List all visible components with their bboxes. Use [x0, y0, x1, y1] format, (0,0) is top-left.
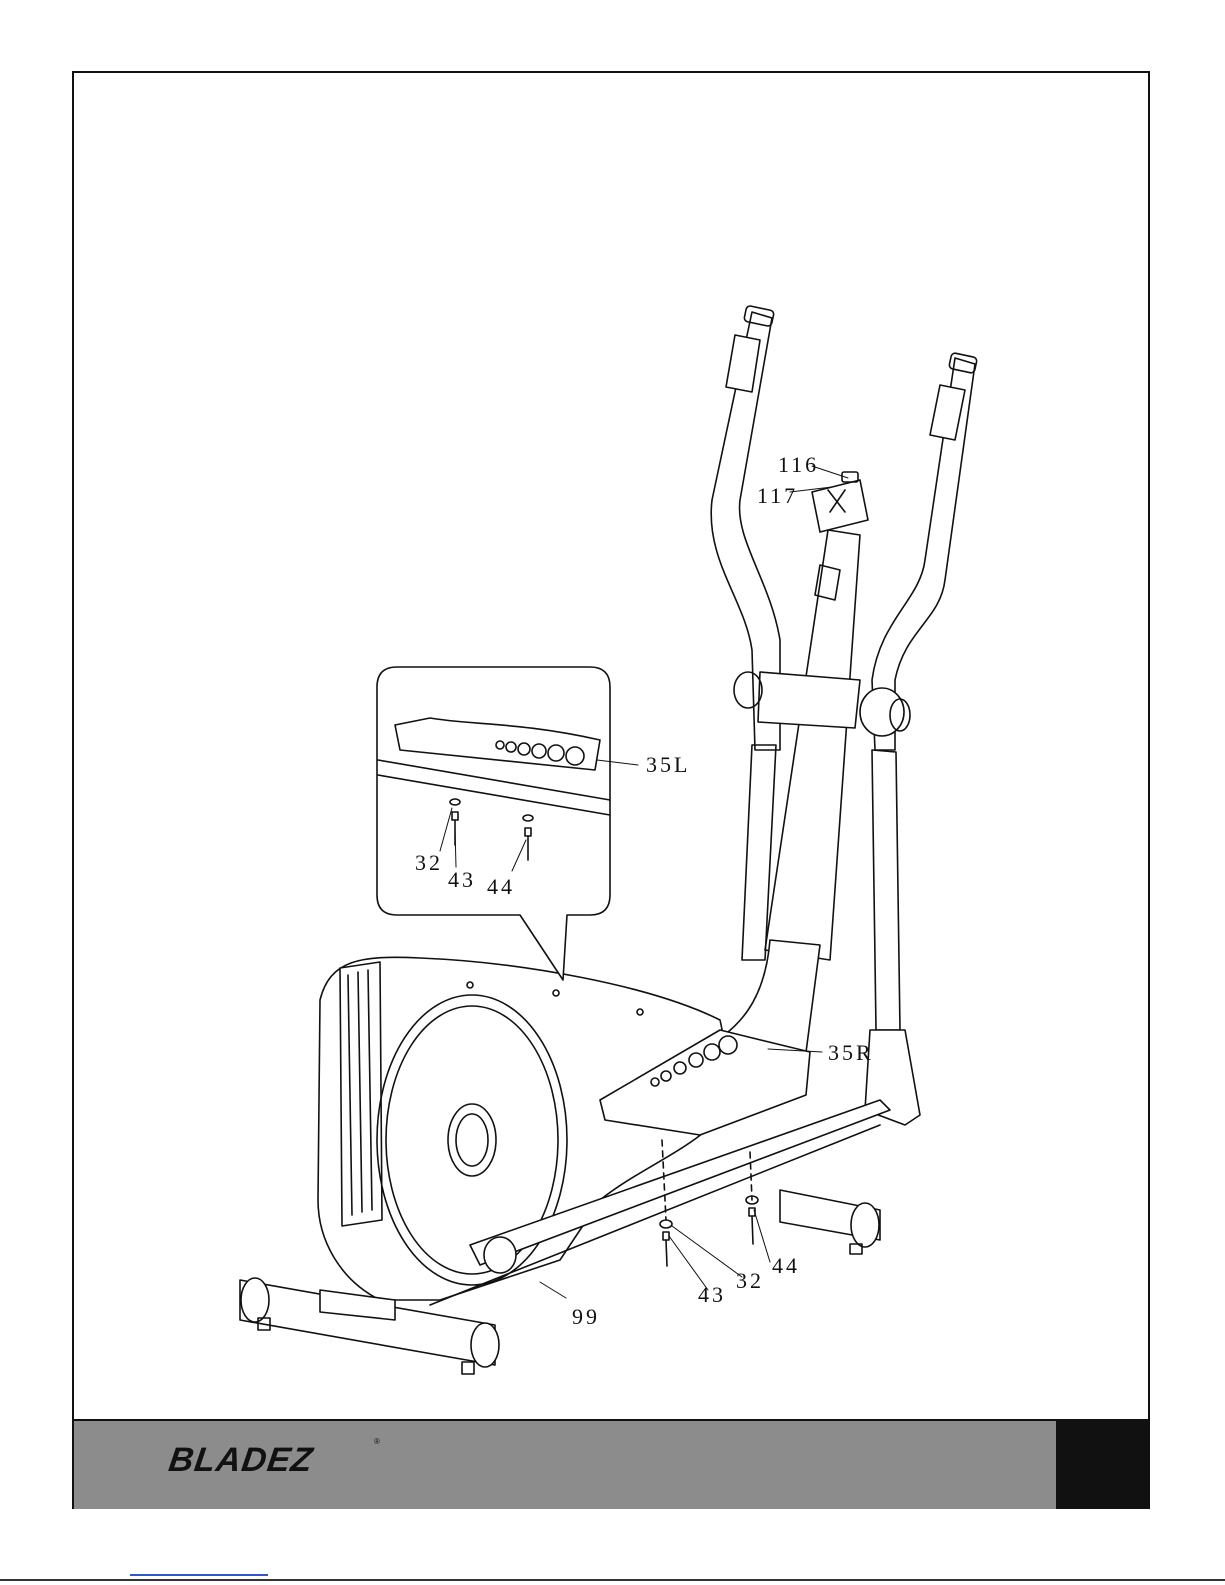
brand-logo: BLADEZ: [166, 1441, 315, 1480]
page-footer: BLADEZ ®: [74, 1419, 1148, 1509]
callout-35L: 35L: [646, 752, 690, 777]
page-number-block: [1056, 1421, 1148, 1509]
bottom-rule: [0, 1579, 1225, 1581]
callout-116: 116: [778, 452, 819, 477]
bottom-link-underline[interactable]: [130, 1574, 268, 1576]
callout-117: 117: [757, 483, 798, 508]
callout-43-inset: 43: [448, 867, 476, 892]
callout-32: 32: [736, 1268, 764, 1293]
registered-mark: ®: [374, 1437, 380, 1446]
pivot-assembly: [734, 672, 910, 736]
callout-44: 44: [772, 1253, 800, 1278]
callout-43: 43: [698, 1282, 726, 1307]
detail-inset: [377, 667, 610, 980]
callout-32-inset: 32: [415, 850, 443, 875]
callout-99: 99: [572, 1304, 600, 1329]
callout-44-inset: 44: [487, 874, 515, 899]
callout-35R: 35R: [828, 1040, 874, 1065]
